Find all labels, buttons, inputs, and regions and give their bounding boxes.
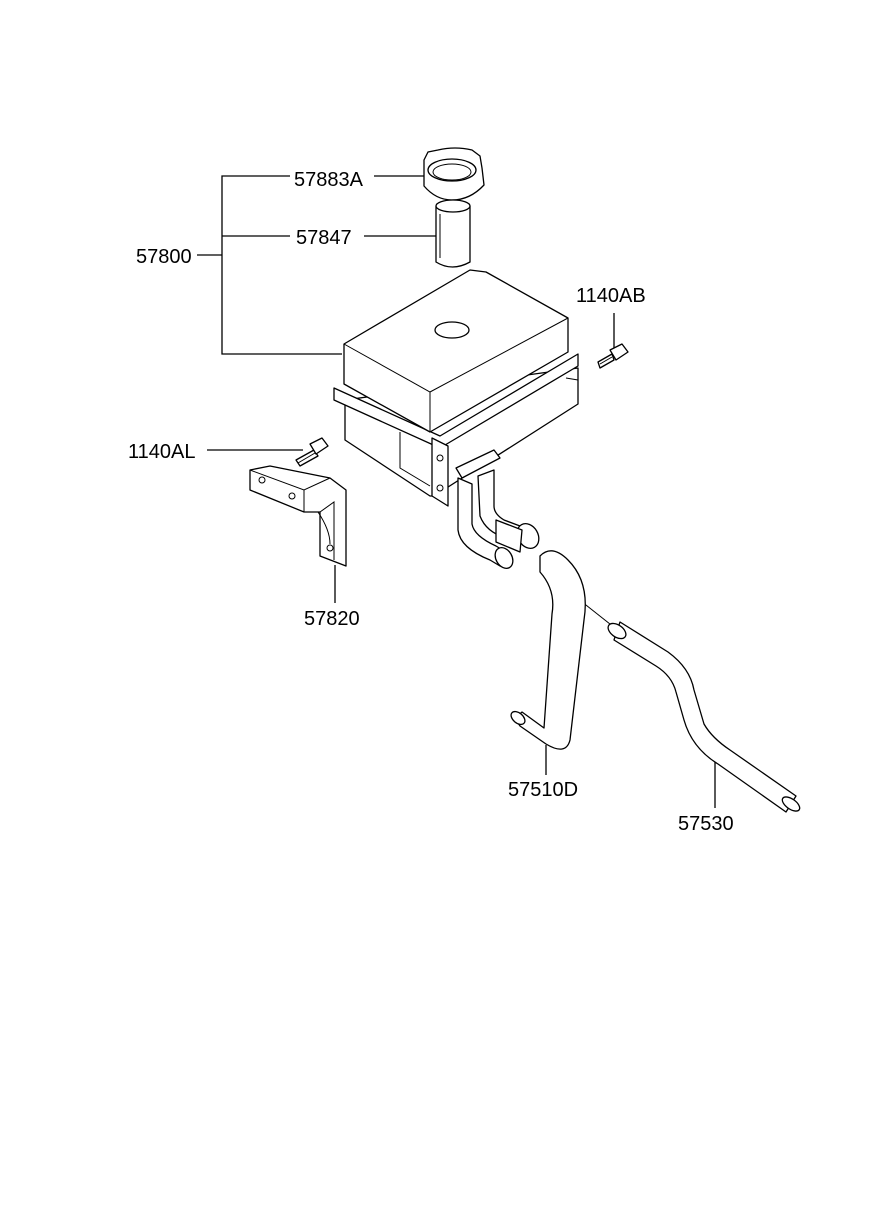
label-bolt-right: 1140AB [576, 285, 646, 307]
label-bolt-left: 1140AL [128, 441, 195, 463]
bolt-left [295, 437, 329, 467]
hose-supply [607, 621, 801, 813]
filler-neck [435, 199, 471, 268]
bolt-right [597, 343, 629, 369]
label-hose-supply: 57530 [678, 813, 734, 835]
label-hose-return: 57510D [508, 779, 578, 801]
bracket [249, 465, 347, 567]
reservoir-cap [423, 147, 485, 201]
label-filler-neck: 57847 [296, 227, 352, 249]
label-bracket: 57820 [304, 608, 360, 630]
label-cap: 57883A [294, 169, 364, 191]
hose-return [510, 550, 586, 750]
tank-outlet-pipes [455, 449, 540, 569]
reservoir-tank [333, 269, 579, 507]
label-reservoir-assy: 57800 [136, 246, 192, 268]
